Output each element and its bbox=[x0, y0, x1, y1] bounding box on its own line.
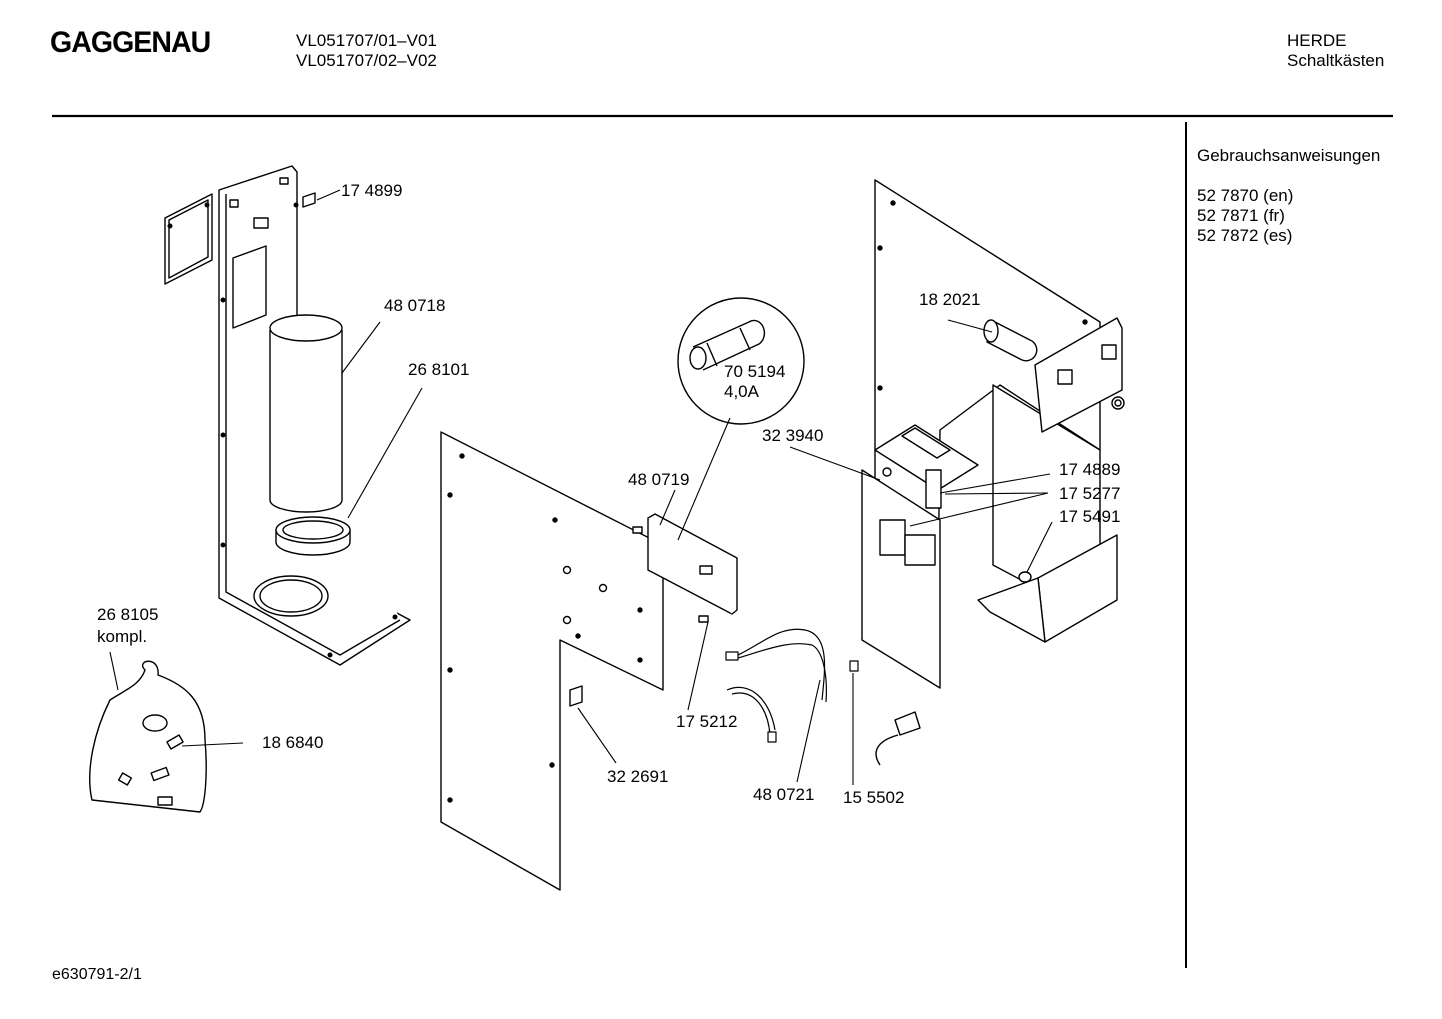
front-panel bbox=[440, 431, 664, 891]
model-number-1: VL051707/01–V01 bbox=[296, 31, 437, 50]
tag-part bbox=[302, 192, 316, 208]
leader-lines bbox=[109, 189, 1053, 785]
rear-box bbox=[977, 384, 1118, 643]
category-label: HERDE bbox=[1287, 31, 1347, 50]
manual-item-es[interactable]: 52 7872 (es) bbox=[1197, 226, 1293, 245]
part-label-480721: 48 0721 bbox=[753, 785, 815, 804]
circuit-board bbox=[632, 513, 738, 623]
part-label-182021: 18 2021 bbox=[919, 290, 981, 309]
part-label-705194: 70 5194 bbox=[724, 362, 786, 381]
manuals-title: Gebrauchsanweisungen bbox=[1197, 146, 1381, 165]
part-label-175277: 17 5277 bbox=[1059, 484, 1121, 503]
subcategory-label: Schaltkästen bbox=[1287, 51, 1385, 70]
cover-plate bbox=[164, 193, 213, 285]
manual-item-fr[interactable]: 52 7871 (fr) bbox=[1197, 206, 1285, 225]
part-label-186840: 18 6840 bbox=[262, 733, 324, 752]
part-label-175491: 17 5491 bbox=[1059, 507, 1121, 526]
cylinder-tube bbox=[269, 314, 351, 556]
part-label-480719: 48 0719 bbox=[628, 470, 690, 489]
part-label-174899: 17 4899 bbox=[341, 181, 403, 200]
manual-item-en[interactable]: 52 7870 (en) bbox=[1197, 186, 1294, 205]
switch-box bbox=[861, 179, 1101, 689]
part-label-268105: 26 8105 bbox=[97, 605, 159, 624]
part-label-268101: 26 8101 bbox=[408, 360, 470, 379]
part-label-322691: 32 2691 bbox=[607, 767, 669, 786]
part-label-kompl: kompl. bbox=[97, 627, 148, 646]
brand-logo: GAGGENAU bbox=[50, 26, 211, 59]
part-label-174889: 17 4889 bbox=[1059, 460, 1121, 479]
wire-harness bbox=[725, 628, 859, 743]
fuse-rating-label: 4,0A bbox=[724, 382, 759, 401]
power-plug bbox=[875, 711, 921, 766]
accessory-bag bbox=[89, 660, 207, 813]
part-label-480718: 48 0718 bbox=[384, 296, 446, 315]
fuse-inset bbox=[677, 297, 805, 425]
part-label-155502: 15 5502 bbox=[843, 788, 905, 807]
model-number-2: VL051707/02–V02 bbox=[296, 51, 437, 70]
capacitor-bracket bbox=[983, 317, 1125, 433]
part-label-323940: 32 3940 bbox=[762, 426, 824, 445]
part-label-175212: 17 5212 bbox=[676, 712, 738, 731]
document-reference: e630791-2/1 bbox=[52, 966, 142, 983]
